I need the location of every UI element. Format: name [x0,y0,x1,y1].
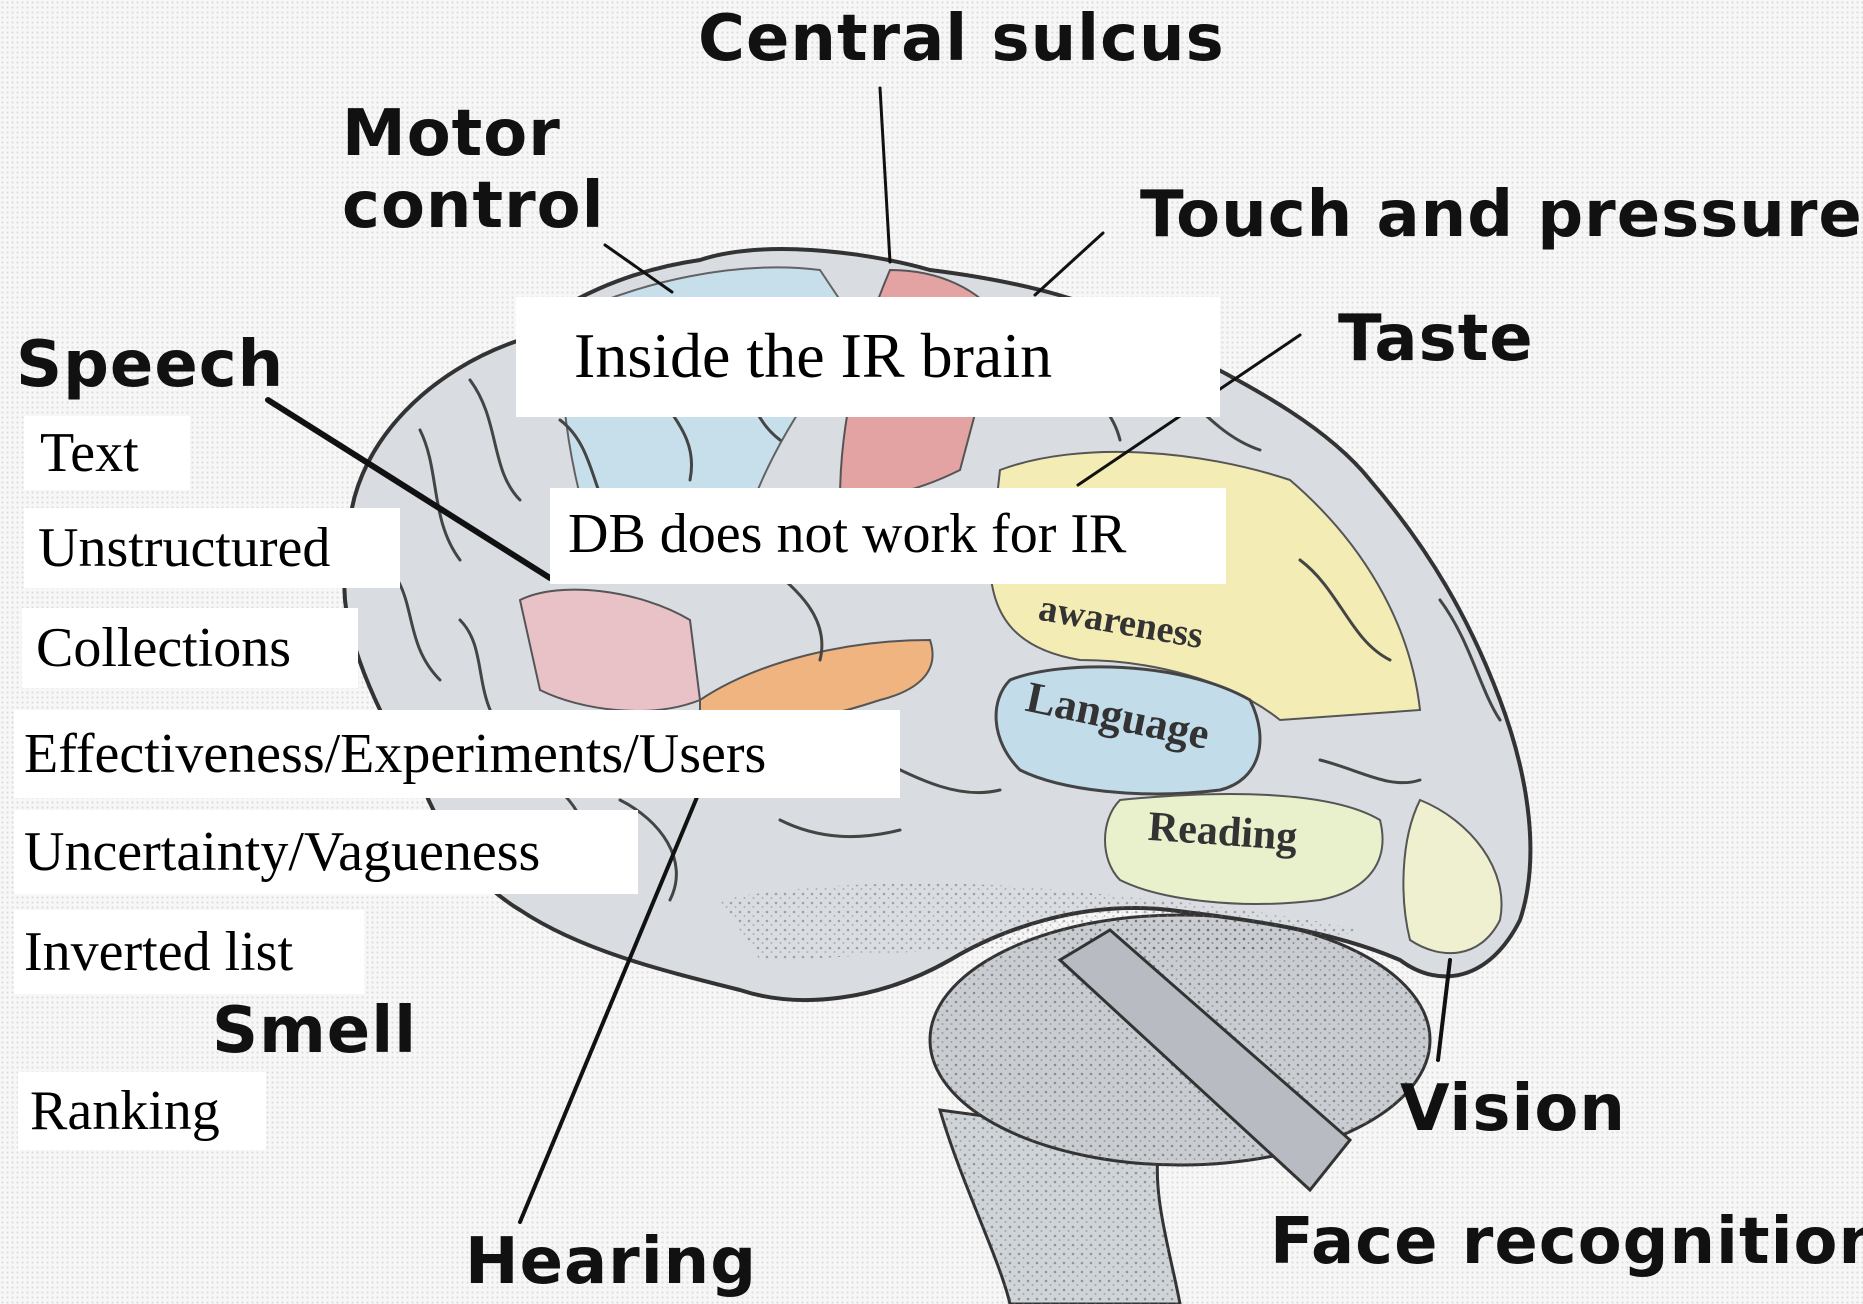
uncertainty-box: Uncertainty/Vagueness [14,810,638,894]
taste-label: Taste [1338,302,1534,376]
touch-pressure-label: Touch and pressure [1140,178,1863,252]
collections-box: Collections [22,608,358,688]
speech-label: Speech [16,328,284,402]
motor-control-label: Motor control [342,98,605,242]
central-sulcus-leader [880,88,890,262]
unstructured-box: Unstructured [24,508,400,588]
touch-pressure-leader [1035,233,1103,295]
vision-label: Vision [1400,1072,1626,1146]
text-box: Text [24,416,190,490]
ranking-box: Ranking [18,1072,266,1150]
central-sulcus-label: Central sulcus [698,2,1225,76]
hearing-label: Hearing [465,1225,757,1299]
face-recognition-label: Face recognition [1270,1205,1863,1279]
db-note-box: DB does not work for IR [550,488,1226,584]
reading-region-label: Reading [1147,803,1299,861]
inverted-list-box: Inverted list [14,910,364,994]
effectiveness-box: Effectiveness/Experiments/Users [14,710,900,798]
title-box: Inside the IR brain [516,297,1220,417]
smell-label: Smell [212,994,417,1068]
